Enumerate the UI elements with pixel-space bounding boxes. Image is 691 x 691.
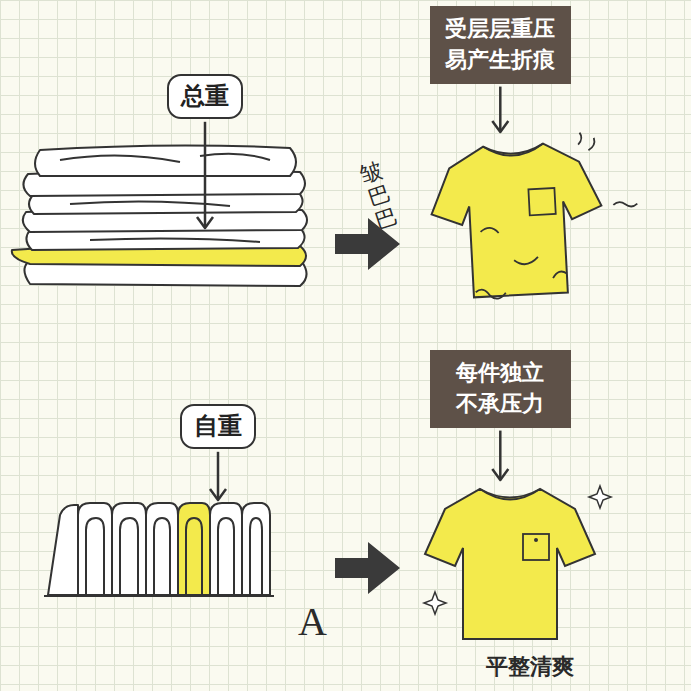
leader-arrow [217, 452, 220, 498]
cloth-side [48, 505, 78, 595]
node-text: 总重 [181, 82, 229, 110]
cloth-layer [35, 145, 296, 176]
cloth-upright [112, 503, 146, 595]
base-line [44, 595, 274, 597]
cloth-fold [60, 154, 270, 242]
upright-clothes [44, 503, 274, 596]
cloth-upright [146, 503, 178, 595]
node-text: 自重 [194, 412, 242, 440]
vertical-note: 皱巴巴 [357, 158, 400, 234]
arrow-head [492, 121, 508, 132]
node-text: 受层层重压 易产生折痕 [442, 14, 559, 76]
shirt-pocket [523, 534, 549, 560]
note-box: 受层层重压 易产生折痕 [430, 6, 571, 84]
shirt-body [425, 489, 595, 639]
arrow-head [492, 469, 508, 480]
cloth-upright [78, 503, 112, 595]
neat-shirt [424, 486, 611, 639]
callout-bubble: 总重 [167, 74, 243, 119]
note-box: 每件独立 不承压力 [430, 350, 571, 428]
shirt-body [428, 141, 606, 300]
leader-arrow [499, 431, 502, 478]
figure-letter: A [298, 598, 327, 645]
node-text: 每件独立 不承压力 [442, 358, 559, 420]
cloth-upright [210, 503, 242, 595]
shirt-pocket [528, 188, 555, 215]
stink-lines [578, 130, 638, 209]
shirt-collar [480, 489, 540, 500]
caption-note: 平整清爽 [486, 652, 574, 682]
leader-arrow [204, 122, 207, 226]
cloth-fold [86, 518, 262, 595]
cloth-upright [242, 503, 270, 595]
shirt-wrinkle [468, 143, 568, 300]
callout-bubble: 自重 [180, 404, 256, 449]
arrow-head [210, 489, 226, 500]
arrow-head [197, 217, 213, 228]
flow-arrow [335, 542, 400, 594]
cloth-upright [178, 503, 210, 595]
wrinkled-shirt [428, 130, 642, 302]
sparkle [424, 486, 611, 614]
shirt-button [534, 538, 538, 542]
leader-arrow [499, 87, 502, 130]
clothes-stack [12, 145, 307, 286]
